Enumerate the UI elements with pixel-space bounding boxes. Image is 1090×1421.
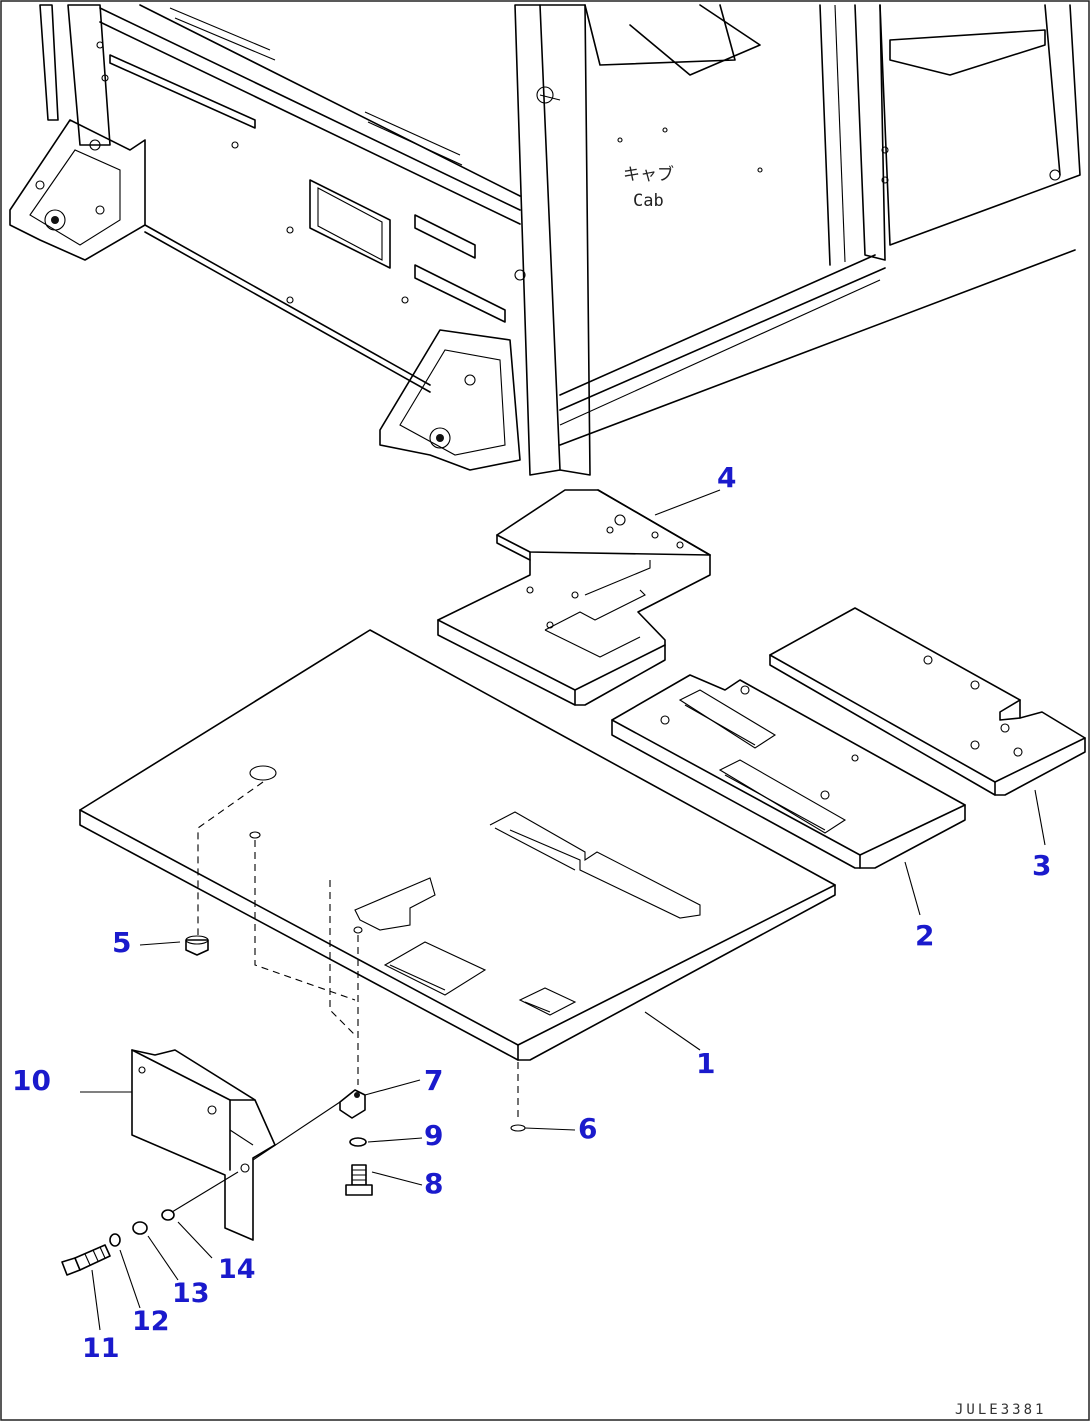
callout-5: 5 bbox=[112, 926, 131, 959]
callout-11: 11 bbox=[82, 1333, 120, 1364]
cover-part-10 bbox=[131, 1049, 341, 1241]
callout-7: 7 bbox=[424, 1064, 443, 1097]
bolt-part-11 bbox=[61, 1244, 111, 1276]
spring-washer-part-12 bbox=[109, 1233, 121, 1247]
callout-13: 13 bbox=[172, 1278, 210, 1309]
callout-2: 2 bbox=[915, 919, 934, 952]
reference-code: JULE3381 bbox=[955, 1402, 1046, 1418]
nut-part-5 bbox=[185, 935, 209, 956]
callout-14: 14 bbox=[218, 1254, 256, 1285]
callout-9: 9 bbox=[424, 1119, 443, 1152]
callout-10: 10 bbox=[12, 1064, 51, 1097]
cab-label-japanese: キャブ bbox=[623, 164, 674, 185]
callout-12: 12 bbox=[132, 1306, 170, 1337]
assembly-dashed-lines bbox=[197, 781, 519, 1120]
bracket-part-7 bbox=[339, 1089, 366, 1119]
callout-8: 8 bbox=[424, 1167, 443, 1200]
washer-part-9 bbox=[349, 1137, 367, 1147]
callout-1: 1 bbox=[696, 1047, 715, 1080]
washer-part-13 bbox=[132, 1221, 148, 1235]
callout-3: 3 bbox=[1032, 849, 1051, 882]
nut-part-14 bbox=[161, 1171, 239, 1221]
callout-4: 4 bbox=[717, 461, 736, 494]
floor-mat-part-4 bbox=[437, 489, 711, 706]
floor-mat-part-1 bbox=[79, 629, 836, 1061]
callout-leader-lines bbox=[80, 489, 1046, 1331]
callout-numbers: 4 3 2 1 5 6 7 9 8 10 14 13 12 11 bbox=[12, 461, 1051, 1364]
cab-label-english: Cab bbox=[633, 191, 664, 211]
callout-6: 6 bbox=[578, 1112, 597, 1145]
floor-mat-part-3 bbox=[769, 607, 1086, 796]
cab-assembly: キャブ Cab bbox=[9, 4, 1081, 476]
floor-mat-part-2 bbox=[611, 674, 966, 869]
bolt-part-8 bbox=[345, 1164, 373, 1196]
